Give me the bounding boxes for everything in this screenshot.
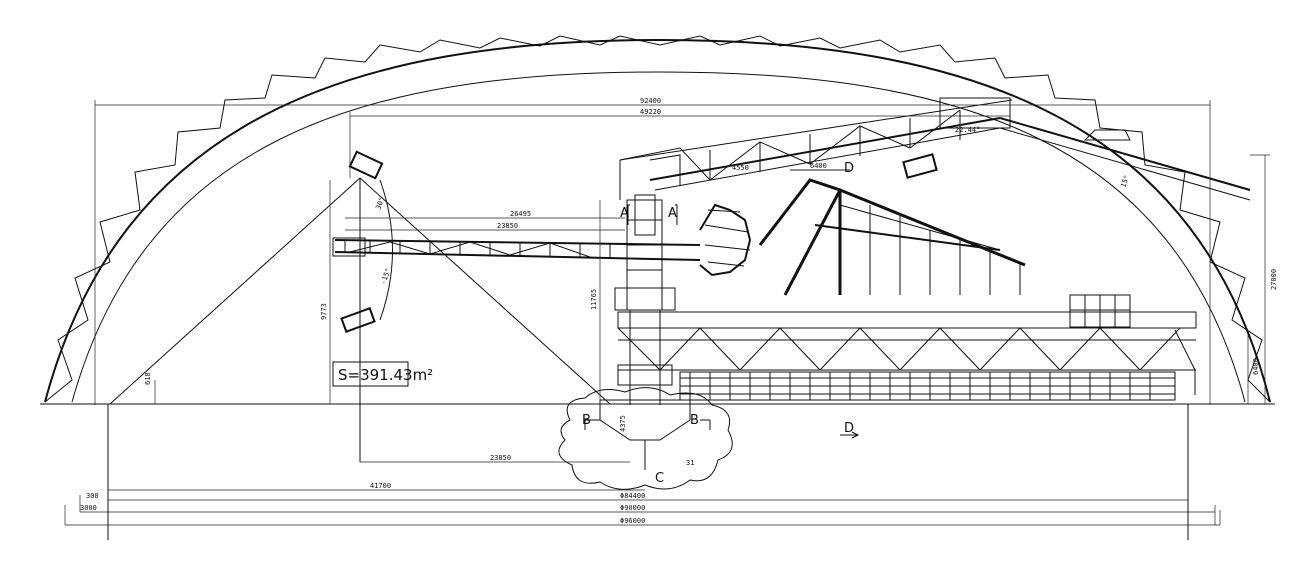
dim-small-2: 4550 — [732, 164, 749, 172]
dim-dia-mid: Φ90000 — [620, 504, 645, 512]
dim-offset-left-1: 300 — [86, 492, 99, 500]
dim-base-offset: 41700 — [370, 482, 391, 490]
feed-conveyor — [619, 97, 1251, 201]
dim-dia-inner: Φ84400 — [620, 492, 645, 500]
envelope-lines — [109, 99, 1013, 462]
dim-column-height: 11765 — [590, 289, 598, 310]
dim-bottom-radius: 23850 — [490, 454, 511, 462]
ground-lines — [40, 403, 1275, 540]
dim-belt-angle: 22.44° — [955, 126, 980, 134]
dim-pit-depth: 4375 — [619, 415, 627, 432]
dim-side-height: 9773 — [320, 303, 328, 320]
roof-struts — [758, 169, 1026, 296]
dim-overall-width: 92400 — [640, 97, 661, 105]
area-label: S=391.43m² — [338, 366, 433, 384]
bucket-positions — [340, 150, 938, 333]
dim-boom-inner: 23850 — [497, 222, 518, 230]
portal-gantry — [617, 294, 1197, 371]
dim-small-1: 618 — [144, 372, 152, 385]
scraper-chain — [679, 329, 1196, 401]
pit-cloud — [558, 387, 733, 490]
section-d-bottom: D — [844, 421, 854, 436]
dome-truss — [44, 35, 1271, 403]
section-b-right: B — [690, 413, 699, 428]
ref-mark: 31 — [686, 459, 694, 467]
dim-wall-height: 6400 — [1252, 358, 1260, 375]
bucket-wheel — [699, 203, 752, 277]
dimension-lines — [64, 100, 1270, 526]
dim-boom-outer: 26495 — [510, 210, 531, 218]
section-c: C — [655, 471, 664, 486]
stacker-boom — [332, 237, 701, 261]
section-a-right: A — [668, 206, 677, 221]
dim-angle-c: 15° — [1119, 174, 1131, 189]
dim-top-height: 27000 — [1270, 269, 1278, 290]
section-labels: A A B B C D D 31 — [582, 161, 860, 486]
dim-dia-outer: Φ96000 — [620, 517, 645, 525]
central-tower — [599, 194, 691, 470]
area-box — [332, 361, 409, 387]
dimension-texts: 92400 49220 26495 23850 11765 9773 22.44… — [80, 97, 1278, 525]
section-b-left: B — [582, 413, 591, 428]
section-a-left: A — [620, 206, 629, 221]
dim-inner-width: 49220 — [640, 108, 661, 116]
dim-angle-a: 30° — [374, 196, 386, 211]
dim-offset-left-2: 3000 — [80, 504, 97, 512]
section-d-top: D — [844, 161, 854, 176]
dim-span-d: 6400 — [810, 162, 827, 170]
